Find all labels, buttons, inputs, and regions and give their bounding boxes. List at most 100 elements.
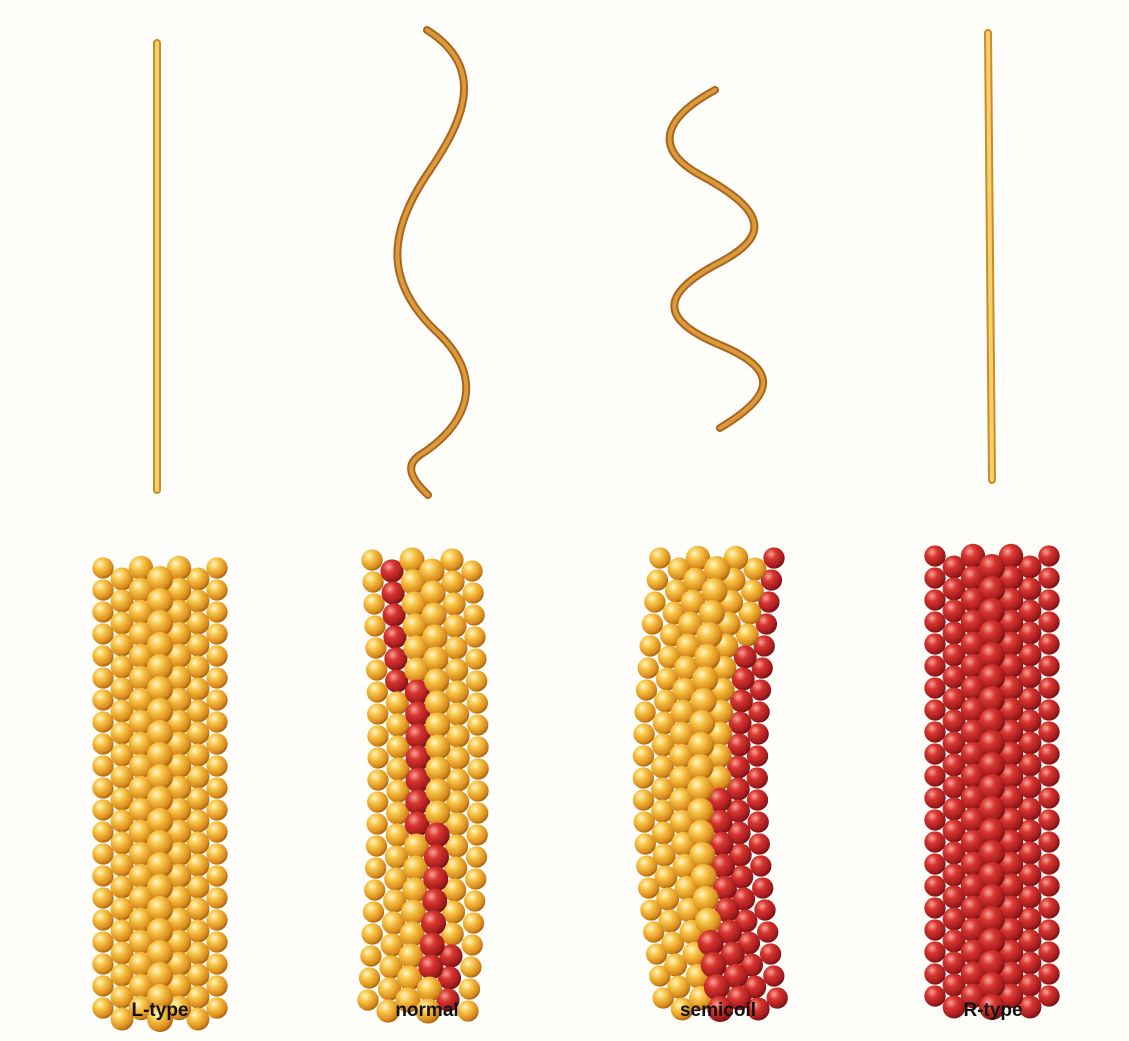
subunit-r-sphere xyxy=(1038,875,1059,896)
subunit-r-sphere xyxy=(924,699,945,720)
subunit-l-sphere xyxy=(693,886,719,912)
label-r-type: R-type xyxy=(913,1000,1073,1022)
subunit-r-sphere xyxy=(924,611,945,632)
subunit-r-sphere xyxy=(423,866,448,891)
subunit-l-sphere xyxy=(363,901,384,922)
subunit-r-sphere xyxy=(1038,677,1059,698)
subunit-l-sphere xyxy=(206,931,227,952)
subunit-l-sphere xyxy=(464,626,485,647)
subunit-l-sphere xyxy=(92,909,113,930)
subunit-l-sphere xyxy=(206,799,227,820)
subunit-l-sphere xyxy=(462,934,483,955)
subunit-r-sphere xyxy=(1038,633,1059,654)
subunit-l-sphere xyxy=(699,600,725,626)
subunit-l-sphere xyxy=(460,956,481,977)
subunit-l-sphere xyxy=(701,578,727,604)
subunit-l-sphere xyxy=(633,767,654,788)
subunit-r-sphere xyxy=(747,745,768,766)
subunit-l-sphere xyxy=(417,976,442,1001)
subunit-l-sphere xyxy=(633,789,654,810)
subunit-r-sphere xyxy=(924,809,945,830)
subunit-l-sphere xyxy=(694,644,720,670)
subunit-l-sphere xyxy=(367,703,388,724)
subunit-l-sphere xyxy=(649,547,670,568)
subunit-l-sphere xyxy=(206,711,227,732)
subunit-r-sphere xyxy=(924,655,945,676)
subunit-l-sphere xyxy=(206,821,227,842)
label-semicoil: semicoil xyxy=(638,1000,798,1022)
subunit-l-sphere xyxy=(206,623,227,644)
subunit-l-sphere xyxy=(461,560,482,581)
subunit-l-sphere xyxy=(424,668,449,693)
subunit-l-sphere xyxy=(92,887,113,908)
subunit-l-sphere xyxy=(92,953,113,974)
subunit-l-sphere xyxy=(92,601,113,622)
subunit-l-sphere xyxy=(367,813,388,834)
subunit-r-sphere xyxy=(698,930,724,956)
subunit-r-sphere xyxy=(1038,699,1059,720)
subunit-r-sphere xyxy=(924,677,945,698)
subunit-r-sphere xyxy=(418,954,443,979)
subunit-r-sphere xyxy=(422,888,447,913)
subunit-l-sphere xyxy=(367,747,388,768)
filament-semicoil xyxy=(670,90,764,428)
subunit-l-sphere xyxy=(206,689,227,710)
subunit-l-sphere xyxy=(206,953,227,974)
subunit-model-l-type xyxy=(92,556,227,1032)
subunit-l-sphere xyxy=(465,648,486,669)
subunit-l-sphere xyxy=(206,667,227,688)
subunit-model-semicoil xyxy=(633,546,788,1022)
subunit-r-sphere xyxy=(1038,941,1059,962)
subunit-r-sphere xyxy=(924,787,945,808)
subunit-r-sphere xyxy=(748,811,769,832)
subunit-l-sphere xyxy=(425,800,450,825)
subunit-r-sphere xyxy=(701,952,727,978)
subunit-r-sphere xyxy=(749,833,770,854)
subunit-r-sphere xyxy=(1038,567,1059,588)
subunit-l-sphere xyxy=(640,635,661,656)
subunit-l-sphere xyxy=(92,579,113,600)
filament-r-type xyxy=(988,33,992,480)
subunit-l-sphere xyxy=(206,755,227,776)
subunit-l-sphere xyxy=(206,887,227,908)
subunit-r-sphere xyxy=(1038,963,1059,984)
subunit-l-sphere xyxy=(366,659,387,680)
subunit-l-sphere xyxy=(467,758,488,779)
subunit-l-sphere xyxy=(419,558,444,583)
subunit-l-sphere xyxy=(462,582,483,603)
subunit-r-sphere xyxy=(924,875,945,896)
subunit-l-sphere xyxy=(467,736,488,757)
subunit-l-sphere xyxy=(467,714,488,735)
subunit-l-sphere xyxy=(206,579,227,600)
subunit-r-sphere xyxy=(924,831,945,852)
subunit-l-sphere xyxy=(636,679,657,700)
subunit-l-sphere xyxy=(92,733,113,754)
subunit-l-sphere xyxy=(367,791,388,812)
subunit-r-sphere xyxy=(924,765,945,786)
subunit-r-sphere xyxy=(421,910,446,935)
subunit-l-sphere xyxy=(642,613,663,634)
subunit-r-sphere xyxy=(1038,655,1059,676)
subunit-l-sphere xyxy=(367,725,388,746)
subunit-l-sphere xyxy=(422,624,447,649)
subunit-r-sphere xyxy=(1038,545,1059,566)
subunit-l-sphere xyxy=(92,689,113,710)
subunit-l-sphere xyxy=(92,645,113,666)
subunit-l-sphere xyxy=(92,711,113,732)
subunit-r-sphere xyxy=(1038,919,1059,940)
subunit-l-sphere xyxy=(466,670,487,691)
subunit-r-sphere xyxy=(924,633,945,654)
subunit-l-sphere xyxy=(92,843,113,864)
subunit-r-sphere xyxy=(924,721,945,742)
subunit-l-sphere xyxy=(92,865,113,886)
subunit-l-sphere xyxy=(634,701,655,722)
subunit-l-sphere xyxy=(647,569,668,590)
subunit-l-sphere xyxy=(361,549,382,570)
subunit-r-sphere xyxy=(924,853,945,874)
subunit-r-sphere xyxy=(924,963,945,984)
subunit-l-sphere xyxy=(206,975,227,996)
subunit-l-sphere xyxy=(467,802,488,823)
subunit-l-sphere xyxy=(422,602,447,627)
subunit-r-sphere xyxy=(704,974,730,1000)
